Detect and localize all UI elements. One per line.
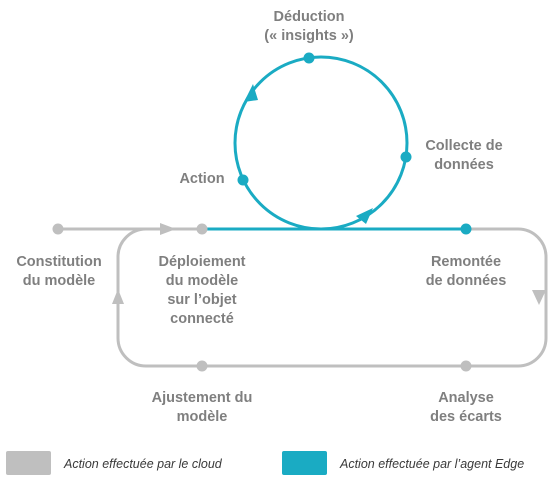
label-deploiement: Déploiement du modèle sur l’objet connec… (158, 254, 246, 327)
edge-circle (233, 55, 409, 231)
legend-label-edge: Action effectuée par l’agent Edge (340, 457, 525, 471)
label-deduction: Déduction (« insights ») (264, 9, 354, 44)
label-collecte: Collecte de données (425, 138, 503, 173)
arrow-up-grey (112, 289, 124, 304)
legend-label-cloud: Action effectuée par le cloud (64, 457, 222, 471)
arrow-edge-left (244, 84, 258, 102)
label-analyse: Analyse des écarts (430, 390, 502, 425)
arrow-edge-bottom (356, 208, 373, 224)
node-collecte (400, 151, 412, 163)
label-ajustement: Ajustement du modèle (151, 390, 253, 425)
legend-swatch-edge (282, 451, 327, 475)
node-deduction (303, 52, 315, 64)
label-constitution: Constitution du modèle (16, 254, 102, 289)
node-ajustement (196, 360, 208, 372)
node-remontee (460, 223, 472, 235)
arrow-right-grey (160, 223, 176, 235)
arrow-down-grey (532, 290, 546, 305)
legend-swatch-cloud (6, 451, 51, 475)
node-constitution (52, 223, 64, 235)
label-action: Action (179, 171, 225, 187)
node-analyse (460, 360, 472, 372)
node-action (237, 174, 249, 186)
node-deploiement (196, 223, 208, 235)
label-remontee: Remontée de données (425, 254, 507, 289)
